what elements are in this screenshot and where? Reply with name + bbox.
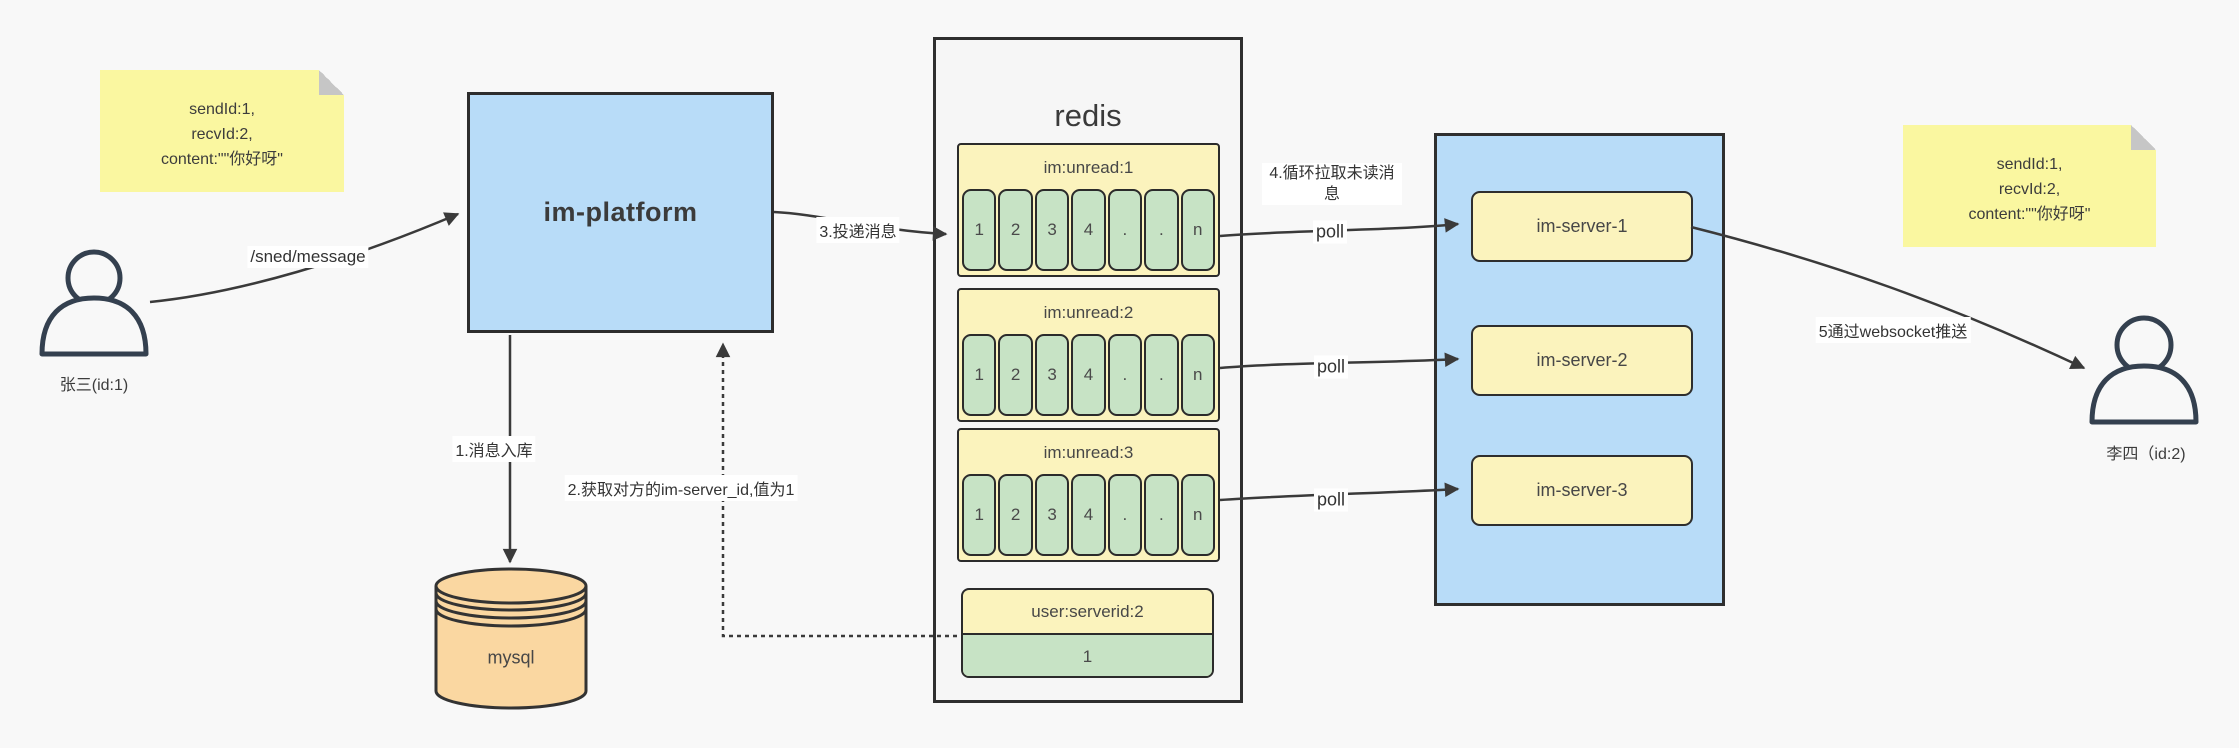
sticky-note-sender-payload: sendId:1, recvId:2, content:""你好呀"	[100, 70, 344, 192]
edge-label-fetch: 2.获取对方的im-server_id,值为1	[564, 475, 798, 501]
queue-title: im:unread:2	[1043, 303, 1134, 322]
kv-value: 1	[963, 633, 1212, 676]
note-line: content:""你好呀"	[1968, 206, 2091, 223]
queue-cell: n	[1180, 334, 1215, 416]
queue-cell: 1	[962, 189, 997, 271]
edge-websocket-push	[1690, 225, 2086, 370]
queue-cell: 2	[998, 474, 1033, 556]
database-cylinder-icon	[434, 567, 588, 710]
queue-cell: 3	[1034, 474, 1070, 556]
queue-title: im:unread:3	[1043, 443, 1134, 462]
note-line: sendId:1,	[1996, 156, 2063, 173]
im-server-1-node: im-server-1	[1471, 191, 1693, 262]
im-server-cluster: im-server-1 im-server-2 im-server-3	[1434, 133, 1725, 606]
queue-cell: 1	[962, 474, 997, 556]
queue-cell: 4	[1071, 334, 1106, 416]
kv-key: user:serverid:2	[1031, 602, 1144, 621]
edge-label-send: /sned/message	[247, 246, 369, 268]
note-line: recvId:2,	[1998, 181, 2061, 198]
queue-cell: 4	[1071, 189, 1106, 271]
person-icon	[39, 249, 149, 357]
queue-cell: .	[1107, 474, 1143, 556]
queue-cell: 3	[1034, 334, 1070, 416]
mysql-label: mysql	[487, 647, 535, 668]
edge-label-poll-note: 4.循环拉取未读消息	[1262, 163, 1402, 205]
note-fold-corner	[2131, 125, 2156, 150]
redis-title: redis	[1054, 98, 1122, 133]
actor-receiver	[2086, 314, 2202, 428]
queue-cell: 2	[998, 189, 1033, 271]
im-platform-node: im-platform	[467, 92, 774, 333]
queue-cell: 2	[998, 334, 1033, 416]
queue-title: im:unread:1	[1043, 158, 1134, 177]
edge-label-store: 1.消息入库	[452, 436, 536, 462]
queue-cell: .	[1144, 334, 1179, 416]
queue-cell: .	[1144, 189, 1179, 271]
actor-sender-label: 张三(id:1)	[59, 377, 129, 394]
im-platform-label: im-platform	[543, 197, 698, 227]
note-line: recvId:2,	[191, 126, 253, 143]
note-text: sendId:1, recvId:2, content:""你好呀"	[100, 97, 344, 172]
note-line: sendId:1,	[189, 101, 255, 118]
person-icon	[2089, 315, 2199, 425]
queue-cell: .	[1144, 474, 1179, 556]
im-server-2-node: im-server-2	[1471, 325, 1693, 396]
actor-sender	[36, 248, 152, 360]
edge-label-deliver: 3.投递消息	[816, 217, 900, 243]
note-line: content:""你好呀"	[161, 151, 283, 168]
redis-kv-user-serverid: user:serverid:2 1	[961, 588, 1214, 678]
note-text: sendId:1, recvId:2, content:""你好呀"	[1903, 152, 2156, 227]
actor-receiver-label: 李四（id:2)	[2106, 446, 2186, 463]
sticky-note-receiver-payload: sendId:1, recvId:2, content:""你好呀"	[1903, 125, 2156, 247]
edge-label-poll-3: poll	[1313, 488, 1349, 512]
queue-cell: .	[1107, 189, 1143, 271]
note-fold-corner	[319, 70, 344, 95]
queue-cell: .	[1107, 334, 1143, 416]
mysql-node	[433, 565, 589, 713]
queue-cell: 1	[962, 334, 997, 416]
edge-label-poll-1: poll	[1312, 220, 1348, 244]
queue-cell: 3	[1034, 189, 1070, 271]
edge-label-poll-2: poll	[1313, 355, 1349, 379]
im-server-3-node: im-server-3	[1471, 455, 1693, 526]
queue-cell: n	[1180, 474, 1215, 556]
edge-label-push: 5通过websocket推送	[1815, 317, 1971, 343]
queue-cell: n	[1180, 189, 1215, 271]
queue-cell: 4	[1071, 474, 1106, 556]
